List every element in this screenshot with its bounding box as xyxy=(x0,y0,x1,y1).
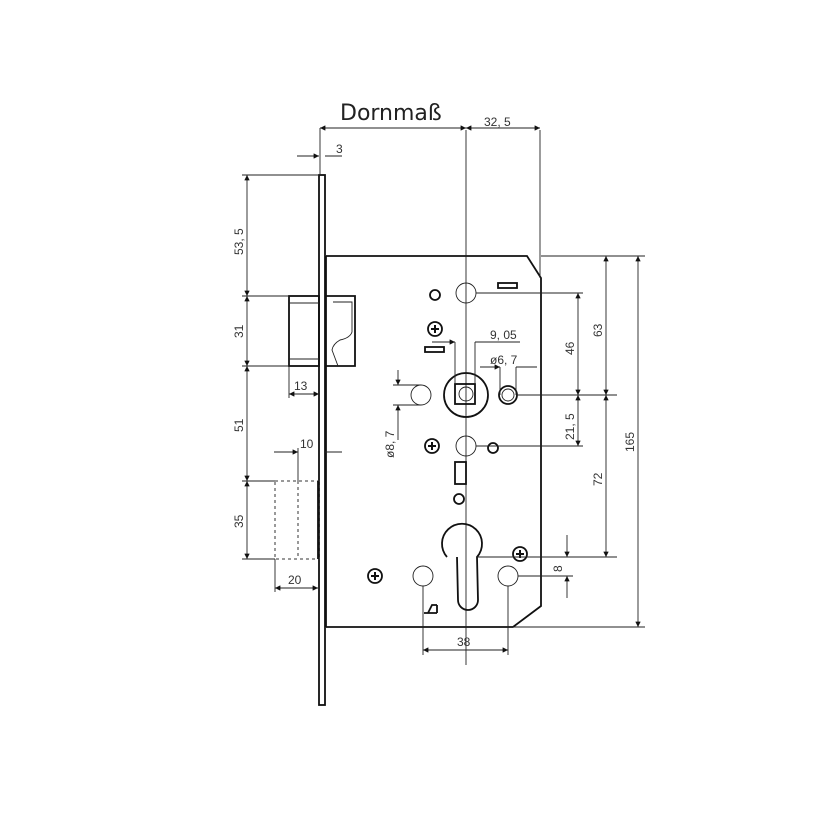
title-dornmass: Dornmaß xyxy=(340,101,442,126)
dim-53-5: 53, 5 xyxy=(232,228,246,255)
faceplate xyxy=(318,174,326,706)
dim-20: 20 xyxy=(288,573,302,587)
dim-35: 35 xyxy=(232,514,246,528)
lock-case xyxy=(325,255,542,628)
latch-bolt xyxy=(288,295,356,367)
dim-165: 165 xyxy=(623,432,637,452)
dim-10: 10 xyxy=(300,437,314,451)
dim-dia-8-7: ø8, 7 xyxy=(383,430,397,458)
center-lines xyxy=(465,130,541,665)
dim-63: 63 xyxy=(591,323,605,337)
dimension-lines xyxy=(242,125,645,655)
dead-bolt xyxy=(274,480,320,560)
dim-51: 51 xyxy=(232,418,246,432)
dim-13: 13 xyxy=(294,379,308,393)
dim-31: 31 xyxy=(232,324,246,338)
dim-21-5: 21, 5 xyxy=(563,413,577,440)
dim-46: 46 xyxy=(563,341,577,355)
dim-3: 3 xyxy=(336,142,343,156)
dim-8: 8 xyxy=(551,565,565,572)
dim-38: 38 xyxy=(457,635,471,649)
dim-72: 72 xyxy=(591,472,605,486)
dim-32-5: 32, 5 xyxy=(484,115,511,129)
dim-9-05: 9, 05 xyxy=(490,328,517,342)
dim-dia-6-7: ø6, 7 xyxy=(490,353,518,367)
dimension-labels: 32, 5 3 53, 5 31 13 51 10 35 20 9, 05 ø6… xyxy=(232,115,637,649)
